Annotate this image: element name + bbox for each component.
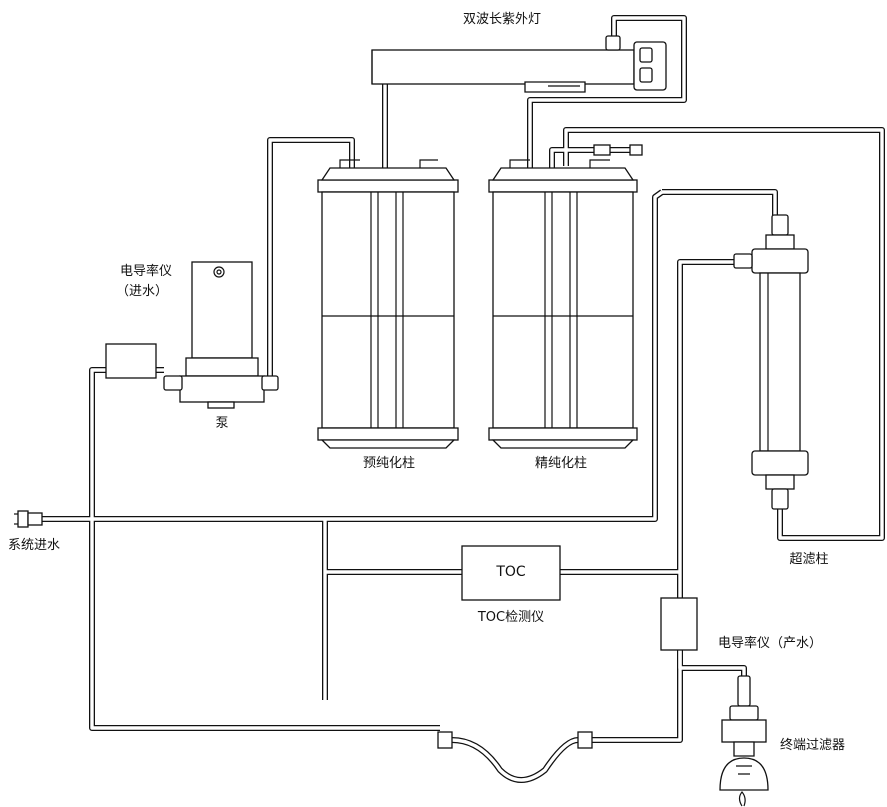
conductivity-product-label: 电导率仪（产水） <box>718 636 823 651</box>
conductivity-inlet-label-2: （进水） <box>115 284 169 299</box>
pipe-segment-outer <box>677 259 734 598</box>
pipe-segment-inner <box>662 190 777 215</box>
pre-column-label: 预纯化柱 <box>362 456 416 471</box>
left-sensor-box <box>105 343 157 379</box>
loop-connector-right <box>577 731 593 749</box>
pipe-segment-outer <box>677 650 697 671</box>
pipe-segment-inner <box>678 650 697 670</box>
ultrafiltration-column <box>733 214 809 510</box>
pipe-segment-outer <box>549 147 594 168</box>
pipe-segment-inner <box>90 368 106 519</box>
toc-box-label: TOC <box>496 564 526 580</box>
sensor-connector <box>629 144 643 156</box>
pipe-segment-inner <box>678 260 734 598</box>
fine-purification-column <box>488 159 638 449</box>
pump-label: 泵 <box>215 416 229 431</box>
conductivity-meter-inlet <box>191 261 253 359</box>
pipe-segment-inner <box>451 738 579 782</box>
pipe-segment-inner <box>550 148 594 168</box>
pipe-segment-inner <box>42 190 663 521</box>
pump <box>163 357 279 409</box>
pipe-network <box>42 15 885 783</box>
uv-lamp <box>371 35 667 93</box>
system-inlet-label: 系统进水 <box>8 538 61 553</box>
toc-detector-box <box>461 545 561 601</box>
uf-column-label: 超滤柱 <box>789 552 829 567</box>
toc-detector-label: TOC检测仪 <box>477 610 545 625</box>
terminal-filter <box>719 675 769 807</box>
pipe-segment-inner <box>528 16 686 168</box>
inlet-connector <box>14 510 43 528</box>
pipe-segment-inner <box>90 519 440 730</box>
pipe-segment-outer <box>592 650 683 743</box>
pipe-segment-outer <box>89 519 440 731</box>
pipe-segment-outer <box>89 367 106 519</box>
pipe-segment-inner <box>697 666 746 676</box>
uv-lamp-label: 双波长紫外灯 <box>462 12 542 27</box>
pipe-segment-inner <box>564 128 884 540</box>
pipe-segment-outer <box>451 737 579 783</box>
pre-purification-column <box>317 159 459 449</box>
conductivity-meter-product <box>660 597 698 651</box>
loop-connector-left <box>437 731 453 749</box>
conductivity-inlet-label-1: 电导率仪 <box>119 264 173 279</box>
sensor-small <box>593 144 611 156</box>
terminal-filter-label: 终端过滤器 <box>780 738 846 753</box>
pipe-segment-outer <box>662 189 778 215</box>
pipe-segment-inner <box>592 650 682 742</box>
pipe-segment-inner <box>268 138 354 376</box>
fine-column-label: 精纯化柱 <box>534 456 588 471</box>
